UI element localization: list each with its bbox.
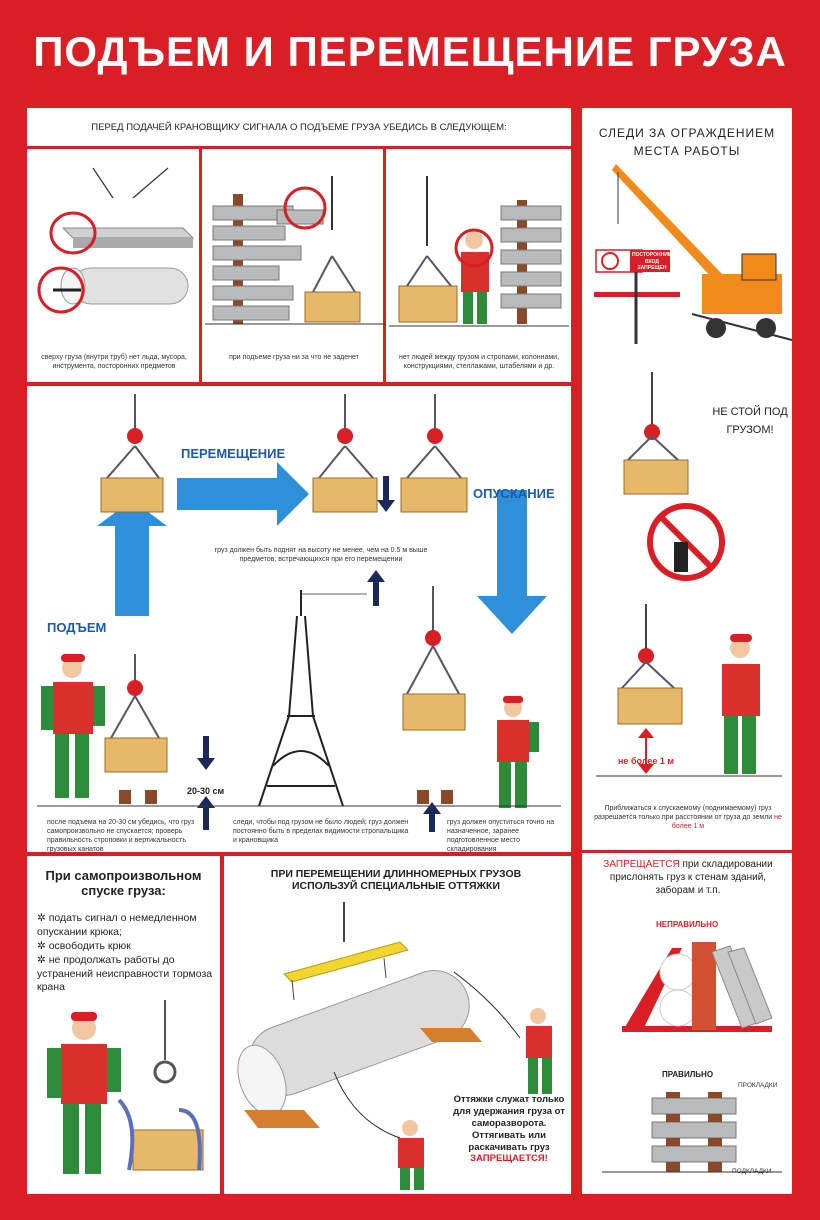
selfdrop-item-1: ✲ подать сигнал о немедленном опускании … bbox=[37, 912, 197, 938]
distance-label: 20-30 см bbox=[187, 786, 225, 796]
check-item-3: нет людей между грузом и стропами, колон… bbox=[398, 354, 560, 370]
height-note: груз должен быть поднят на высоту не мен… bbox=[214, 547, 428, 564]
selfdrop-item-3: ✲ не продолжать работы до устранений неи… bbox=[37, 954, 213, 994]
check-item-2: при подъеме груза ни за что не заденет bbox=[229, 354, 359, 361]
storage-note: ЗАПРЕЩАЕТСЯ при складировании прислонять… bbox=[603, 859, 773, 896]
fence-sign-text: ПОСТОРОННИМ ВХОД ЗАПРЕЩЕН bbox=[632, 252, 672, 271]
right-label: ПРАВИЛЬНО bbox=[662, 1070, 714, 1079]
check-item-1: сверху груза (внутри труб) нет льда, мус… bbox=[41, 354, 187, 370]
selfdrop-item-2: ✲ освободить крюк bbox=[37, 940, 131, 952]
bullet-icon: ✲ bbox=[37, 940, 49, 952]
stack-clearance-illustration bbox=[205, 176, 385, 325]
people-between-illustration bbox=[389, 176, 569, 327]
selfdrop-heading: При самопроизвольном спуске груза: bbox=[45, 868, 202, 898]
lower-label: ОПУСКАНИЕ bbox=[473, 486, 555, 501]
approach-note: Приближаться к спускаемому (поднимаемому… bbox=[594, 805, 782, 831]
process-illustration bbox=[37, 394, 561, 832]
longload-illustration bbox=[237, 902, 552, 1190]
check-heading: ПЕРЕД ПОДАЧЕЙ КРАНОВЩИКУ СИГНАЛА О ПОДЪЕ… bbox=[91, 122, 507, 133]
note-lift: после подъема на 20-30 см убедись, что г… bbox=[47, 819, 195, 854]
under-load-illustration bbox=[596, 372, 782, 777]
move-label: ПЕРЕМЕЩЕНИЕ bbox=[181, 446, 286, 461]
poster-title: ПОДЪЕМ И ПЕРЕМЕЩЕНИЕ ГРУЗА bbox=[33, 28, 787, 75]
check-panel: ПЕРЕД ПОДАЧЕЙ КРАНОВЩИКУ СИГНАЛА О ПОДЪЕ… bbox=[27, 108, 571, 382]
limit-label: не более 1 м bbox=[618, 756, 675, 766]
wrong-storage-illustration bbox=[622, 942, 773, 1032]
bullet-icon: ✲ bbox=[37, 954, 49, 966]
selfdrop-illustration bbox=[47, 1000, 204, 1174]
forbidden-word: ЗАПРЕЩАЕТСЯ! bbox=[470, 1153, 548, 1165]
selfdrop-panel: При самопроизвольном спуске груза: ✲ под… bbox=[27, 856, 220, 1194]
longload-heading: ПРИ ПЕРЕМЕЩЕНИИ ДЛИННОМЕРНЫХ ГРУЗОВ ИСПО… bbox=[270, 868, 522, 892]
right-storage-illustration bbox=[602, 1092, 782, 1173]
bullet-icon: ✲ bbox=[37, 912, 49, 924]
right-panel: СЛЕДИ ЗА ОГРАЖДЕНИЕМ МЕСТА РАБОТЫ ПОСТОР… bbox=[582, 108, 793, 1194]
under-load-warning: НЕ СТОЙ ПОД ГРУЗОМ! bbox=[712, 406, 788, 436]
pads-label: ПРОКЛАДКИ bbox=[738, 1082, 778, 1089]
longload-panel: ПРИ ПЕРЕМЕЩЕНИИ ДЛИННОМЕРНЫХ ГРУЗОВ ИСПО… bbox=[224, 856, 571, 1194]
wrong-label: НЕПРАВИЛЬНО bbox=[656, 920, 719, 929]
note-move: следи, чтобы под грузом не было людей; г… bbox=[233, 819, 409, 845]
fence-heading: СЛЕДИ ЗА ОГРАЖДЕНИЕМ МЕСТА РАБОТЫ bbox=[598, 126, 776, 158]
process-panel: ПЕРЕМЕЩЕНИЕ ОПУСКАНИЕ ПОДЪЕМ груз должен… bbox=[27, 386, 571, 854]
lift-label: ПОДЪЕМ bbox=[47, 620, 107, 635]
crane-fence-illustration bbox=[594, 164, 793, 344]
longload-note: Оттяжки служат только для удержания груз… bbox=[453, 1094, 565, 1165]
slab-pipe-illustration bbox=[37, 167, 195, 314]
sub-label: ПОДКЛАДКИ bbox=[732, 1168, 772, 1175]
note-lower: груз должен опуститься точно на назначен… bbox=[447, 819, 555, 854]
